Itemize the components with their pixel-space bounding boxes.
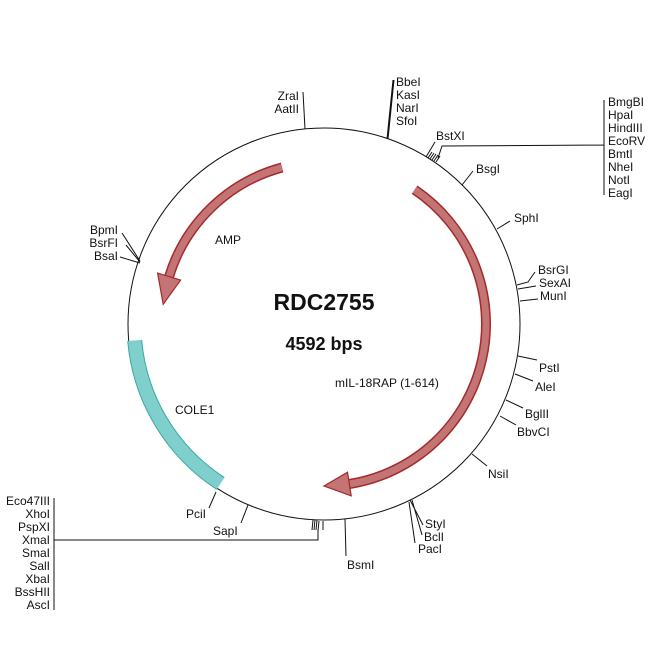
site-tick-line	[461, 170, 474, 186]
plasmid-name: RDC2755	[274, 289, 375, 315]
site-tick-line	[408, 499, 424, 544]
site-group-styi[interactable]: StyI BclI PacI	[408, 499, 446, 556]
site-label: NotI	[608, 173, 630, 187]
site-label: PstI	[539, 361, 560, 375]
site-label: HpaI	[608, 108, 633, 122]
site-label: NheI	[608, 160, 633, 174]
site-label: BsmI	[347, 558, 374, 572]
site-label: SapI	[213, 524, 238, 538]
site-label: KasI	[396, 88, 420, 102]
site-psti[interactable]: PstI	[517, 355, 560, 375]
site-label: NarI	[396, 101, 419, 115]
site-label: BstXI	[436, 129, 465, 143]
site-sphi[interactable]: SphI	[496, 211, 539, 230]
site-bstxi[interactable]: BstXI	[425, 129, 465, 158]
site-label: SexAI	[539, 276, 571, 290]
site-tick-line	[427, 151, 441, 163]
site-label: XmaI	[22, 533, 50, 547]
site-group-mcs-bottom[interactable]: Eco47III XhoI PspXI XmaI SmaI SalI XbaI …	[6, 494, 324, 612]
site-label: BmgBI	[608, 95, 644, 109]
site-label: AatII	[274, 102, 299, 116]
amp-label: AMP	[215, 233, 241, 247]
site-label: PciI	[186, 507, 206, 521]
site-label: EagI	[608, 186, 633, 200]
site-bsgi[interactable]: BsgI	[461, 162, 500, 186]
site-tick-line	[302, 91, 306, 130]
site-tick-line	[505, 399, 524, 409]
site-tick-line	[119, 232, 141, 264]
site-label: XhoI	[25, 507, 50, 521]
site-label: ZraI	[278, 89, 299, 103]
site-tick-line	[437, 100, 605, 195]
site-bglii[interactable]: BglII	[505, 399, 549, 421]
site-label: StyI	[425, 517, 446, 531]
site-bsmi[interactable]: BsmI	[344, 518, 374, 572]
site-sapi[interactable]: SapI	[213, 504, 249, 538]
site-tick-line	[496, 220, 511, 230]
site-group-bbei[interactable]: BbeI KasI NarI SfoI	[386, 75, 421, 140]
site-tick-line	[516, 271, 539, 302]
site-tick-line	[499, 415, 517, 426]
site-label: BbeI	[396, 75, 421, 89]
site-tick-line	[311, 519, 324, 532]
cole1-feature[interactable]	[127, 339, 225, 490]
site-group-zrai[interactable]: ZraI AatII	[274, 89, 306, 130]
site-label: BssHII	[15, 585, 50, 599]
site-label: XbaI	[25, 572, 50, 586]
site-label: SfoI	[396, 114, 417, 128]
site-tick-line	[514, 373, 534, 382]
site-tick-line	[53, 498, 319, 610]
insert-label: mIL-18RAP (1-614)	[335, 376, 439, 390]
site-tick-line	[517, 355, 538, 361]
site-label: BsrGI	[538, 263, 569, 277]
site-alei[interactable]: AleI	[514, 373, 556, 394]
site-group-bpmi[interactable]: BpmI BsrFI BsaI	[89, 223, 141, 264]
site-label: Eco47III	[6, 494, 50, 508]
site-label: BsgI	[476, 162, 500, 176]
site-tick-line	[344, 518, 347, 557]
site-label: EcoRV	[608, 134, 645, 148]
insert-feature-arrow[interactable]	[322, 185, 491, 497]
site-label: PspXI	[18, 520, 50, 534]
amp-feature-arrow[interactable]	[156, 162, 284, 306]
site-nsii[interactable]: NsiI	[471, 453, 509, 481]
site-label: SphI	[514, 211, 539, 225]
site-label: BpmI	[90, 223, 118, 237]
site-label: BsrFI	[89, 236, 118, 250]
site-label: PacI	[418, 542, 442, 556]
site-label: MunI	[540, 289, 567, 303]
site-tick-line	[425, 141, 436, 158]
site-label: BglII	[525, 407, 549, 421]
plasmid-backbone	[127, 127, 521, 521]
site-bbvci[interactable]: BbvCI	[499, 415, 550, 439]
site-tick-line	[208, 491, 217, 509]
site-pcii[interactable]: PciI	[186, 491, 217, 521]
site-label: BclI	[424, 530, 444, 544]
site-label: HindIII	[608, 121, 643, 135]
site-label: BmtI	[608, 147, 633, 161]
site-label: SmaI	[22, 546, 50, 560]
cole1-label: COLE1	[175, 403, 215, 417]
plasmid-size: 4592 bps	[285, 334, 362, 354]
site-tick-line	[240, 504, 249, 524]
site-label: SalI	[29, 559, 50, 573]
site-tick-line	[386, 79, 395, 140]
site-tick-line	[471, 453, 488, 467]
site-label: NsiI	[488, 467, 509, 481]
site-label: BsaI	[94, 249, 118, 263]
site-label: AleI	[535, 380, 556, 394]
site-group-bsrgi[interactable]: BsrGI SexAI MunI	[516, 263, 571, 303]
site-group-mcs-top[interactable]: BmgBI HpaI HindIII EcoRV BmtI NheI NotI …	[427, 95, 645, 200]
site-label: AscI	[27, 598, 50, 612]
site-label: BbvCI	[517, 425, 550, 439]
